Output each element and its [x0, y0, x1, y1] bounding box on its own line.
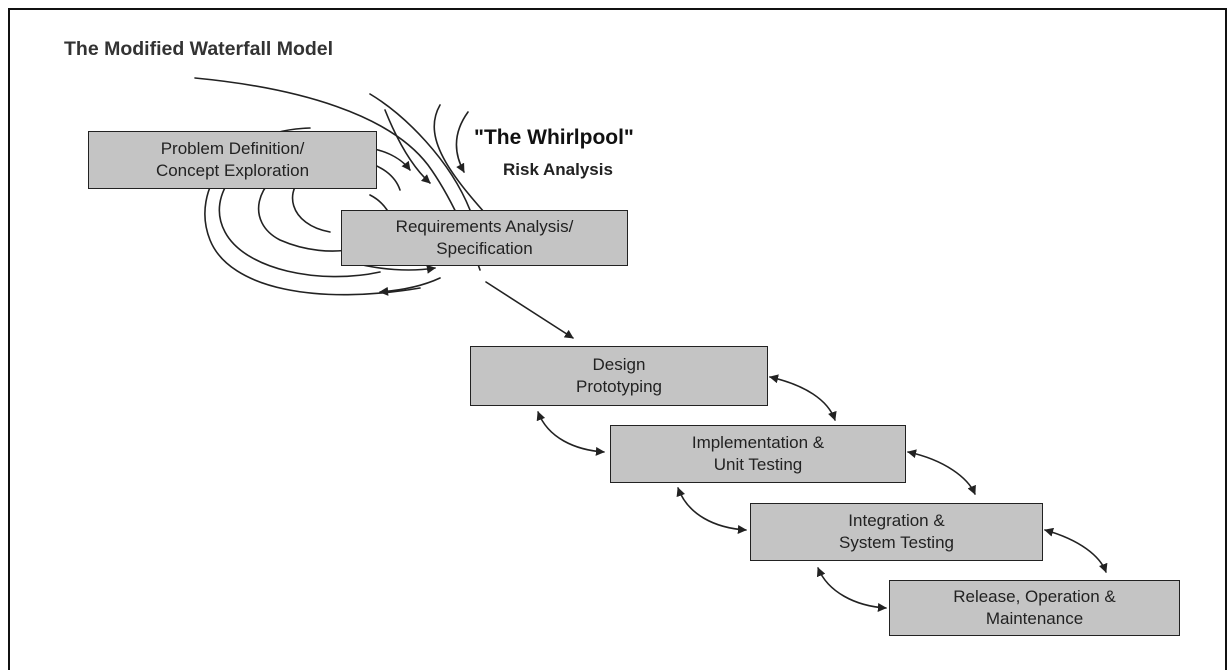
- stage-design-prototyping: Design Prototyping: [470, 346, 768, 406]
- stage-line: Prototyping: [576, 377, 662, 396]
- whirl-line-4: [384, 109, 431, 184]
- stage-line: Specification: [436, 239, 533, 258]
- stage-line: Implementation &: [691, 433, 825, 452]
- stage-line: Problem Definition/: [160, 139, 305, 158]
- feedback-arrow-4: [676, 487, 747, 534]
- risk-analysis-label: Risk Analysis: [503, 160, 613, 179]
- stage-line: Concept Exploration: [155, 161, 310, 180]
- feedback-arrow-2: [536, 411, 605, 456]
- diagram-frame: [8, 8, 1227, 670]
- diagram-title: The Modified Waterfall Model: [64, 38, 334, 60]
- stage-integration-system-testing: Integration & System Testing: [750, 503, 1043, 561]
- stage-line: Maintenance: [985, 609, 1084, 628]
- stage-line: Integration &: [848, 511, 945, 530]
- feedback-arrow-1: [769, 374, 837, 421]
- whirl-line-2: [369, 93, 471, 211]
- stage-requirements-analysis: Requirements Analysis/ Specification: [341, 210, 628, 266]
- feedback-arrow-3: [907, 449, 976, 495]
- whirlpool-label: "The Whirlpool": [474, 126, 634, 149]
- stage-release-operation-maintenance: Release, Operation & Maintenance: [889, 580, 1180, 636]
- feedback-arrow-6: [816, 567, 887, 612]
- stage-line: Requirements Analysis/: [395, 217, 574, 236]
- stage-line: Design: [592, 355, 646, 374]
- feedback-arrow-5: [1044, 527, 1108, 573]
- stage-line: Unit Testing: [713, 455, 803, 474]
- stage-line: Release, Operation &: [953, 587, 1116, 606]
- flow-arrow: [485, 281, 574, 339]
- stage-problem-definition: Problem Definition/ Concept Exploration: [88, 131, 377, 189]
- stage-implementation-unit-testing: Implementation & Unit Testing: [610, 425, 906, 483]
- stage-line: System Testing: [839, 533, 954, 552]
- whirl-line-5: [455, 111, 469, 173]
- whirl-ring-8: [379, 277, 441, 296]
